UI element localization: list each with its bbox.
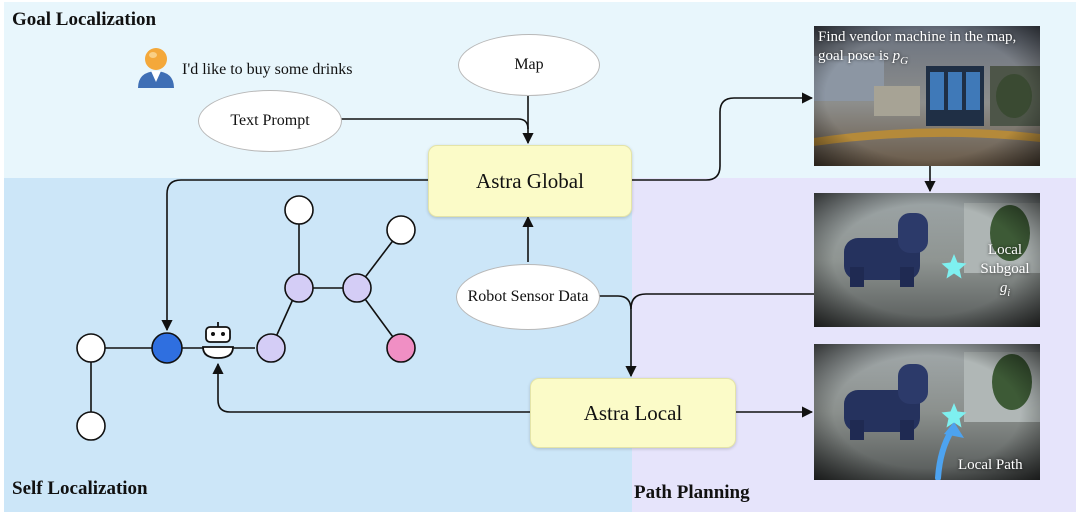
goal-caption-text: Find vendor machine in the map, goal pos… (818, 29, 1017, 64)
path-planning-title: Path Planning (634, 482, 750, 503)
goal-scene-image (814, 26, 1040, 166)
robot-icon (202, 322, 234, 359)
path-scene-photo: Local Path (814, 344, 1040, 480)
robot-sensor-data-oval: Robot Sensor Data (456, 264, 600, 330)
path-star-icon (941, 403, 967, 428)
self-localization-title: Self Localization (12, 478, 148, 499)
text-prompt-oval: Text Prompt (198, 90, 342, 152)
subgoal-symbol: g (999, 279, 1008, 296)
prompt-to-global-arrow (340, 118, 529, 130)
subgoal-scene-image (814, 193, 1040, 327)
graph-node-start (76, 333, 106, 363)
graph-edges (90, 210, 402, 426)
graph-node-lavender-1 (256, 333, 286, 363)
user-avatar-icon (138, 48, 174, 88)
goal-scene-photo: Find vendor machine in the map, goal pos… (814, 26, 1040, 166)
subgoal-scene-photo: Local Subgoal gi (814, 193, 1040, 327)
graph-node-top (284, 195, 314, 225)
graph-node-upper-right (386, 215, 416, 245)
goal-pose-symbol: p (892, 47, 901, 64)
goal-pose-subscript: G (900, 54, 909, 67)
subgoal-label-text: Local Subgoal (980, 242, 1030, 277)
user-utterance: I'd like to buy some drinks (182, 61, 353, 78)
goal-caption: Find vendor machine in the map, goal pos… (818, 28, 1038, 69)
graph-node-lower (76, 411, 106, 441)
astra-global-box: Astra Global (428, 145, 632, 217)
subgoal-subscript: i (1007, 287, 1011, 299)
subgoal-to-local-arrow (630, 293, 814, 310)
local-to-robot-arrow (212, 362, 530, 413)
path-scene-image (814, 344, 1040, 480)
astra-local-box: Astra Local (530, 378, 736, 448)
subgoal-label: Local Subgoal gi (970, 241, 1040, 300)
path-label: Local Path (958, 457, 1023, 473)
subgoal-star-icon (941, 254, 967, 279)
goal-localization-title: Goal Localization (12, 9, 157, 30)
global-to-graph-arrow (161, 179, 428, 332)
graph-node-goal (386, 333, 416, 363)
graph-node-lavender-2 (284, 273, 314, 303)
map-oval: Map (458, 34, 600, 96)
global-to-goal-panel-arrow (630, 92, 814, 181)
graph-node-current (151, 332, 183, 364)
sensor-to-local-arrow (598, 295, 637, 378)
graph-node-lavender-3 (342, 273, 372, 303)
